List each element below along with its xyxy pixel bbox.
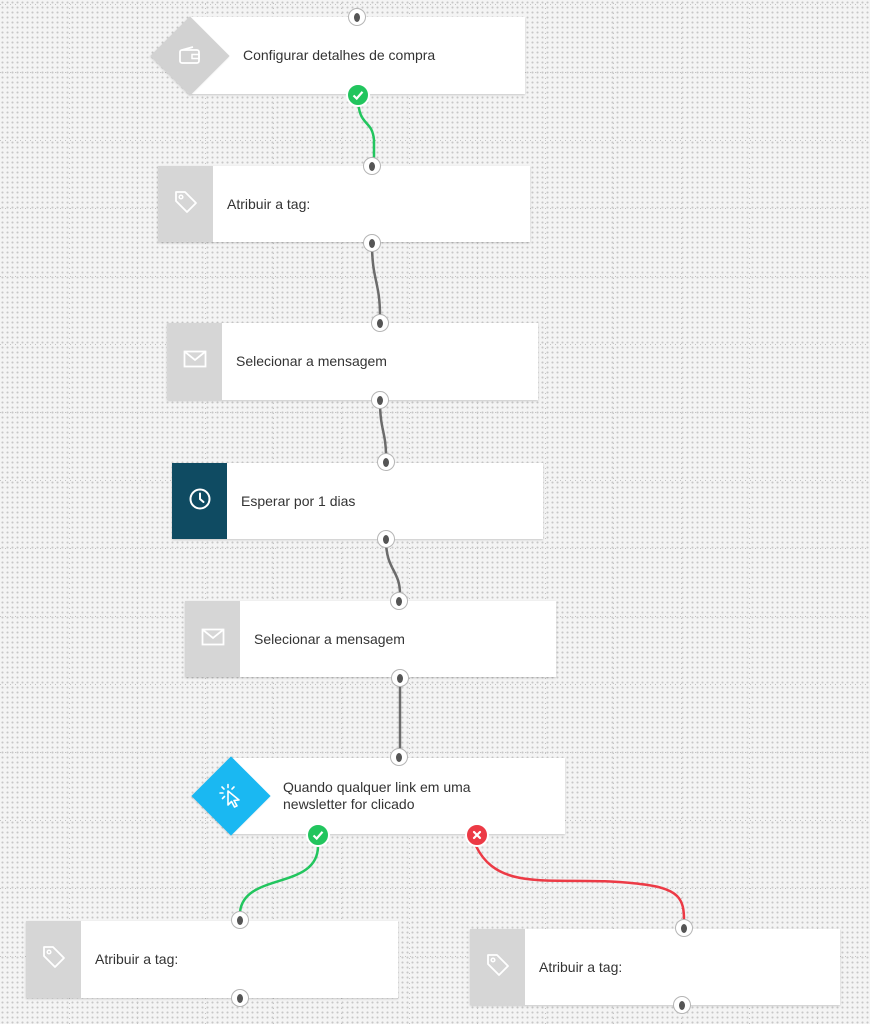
node-assign-tag-1[interactable]: Atribuir a tag: bbox=[158, 166, 530, 242]
wire-wait-msg2 bbox=[384, 539, 402, 595]
cursor-click-icon bbox=[217, 782, 245, 810]
envelope-icon bbox=[201, 628, 225, 651]
port-wait-out[interactable] bbox=[377, 530, 395, 548]
node-label: Atribuir a tag: bbox=[227, 195, 311, 212]
tag-icon bbox=[173, 189, 199, 220]
port-tag1-in[interactable] bbox=[363, 157, 381, 175]
node-select-message-1[interactable]: Selecionar a mensagem bbox=[167, 323, 538, 400]
wire-click-no bbox=[474, 845, 686, 921]
port-wait-in[interactable] bbox=[377, 453, 395, 471]
success-badge[interactable] bbox=[306, 823, 330, 847]
node-label: Selecionar a mensagem bbox=[254, 630, 405, 647]
node-link-clicked-condition[interactable]: Quando qualquer link em uma newsletter f… bbox=[230, 758, 565, 834]
wire-msg1-wait bbox=[378, 400, 388, 457]
port-msg1-out[interactable] bbox=[371, 391, 389, 409]
node-label: Esperar por 1 dias bbox=[241, 492, 356, 509]
port-tag-yes-in[interactable] bbox=[231, 911, 249, 929]
wire-click-yes bbox=[238, 845, 320, 913]
port-tag1-out[interactable] bbox=[363, 234, 381, 252]
wire-tag1-msg1 bbox=[370, 243, 382, 317]
port-tag-no-in[interactable] bbox=[675, 919, 693, 937]
port-purchase-in[interactable] bbox=[348, 8, 366, 26]
port-msg2-in[interactable] bbox=[390, 592, 408, 610]
envelope-icon bbox=[183, 350, 207, 373]
node-assign-tag-yes[interactable]: Atribuir a tag: bbox=[26, 921, 398, 998]
success-badge[interactable] bbox=[346, 83, 370, 107]
node-label: Atribuir a tag: bbox=[95, 951, 179, 967]
node-select-message-2[interactable]: Selecionar a mensagem bbox=[185, 601, 556, 677]
wallet-icon bbox=[178, 46, 202, 66]
node-label: Configurar detalhes de compra bbox=[243, 47, 436, 63]
clock-icon bbox=[188, 487, 212, 516]
node-wait[interactable]: Esperar por 1 dias bbox=[172, 463, 543, 539]
tag-icon bbox=[485, 952, 511, 983]
port-click-in[interactable] bbox=[390, 748, 408, 766]
port-msg1-in[interactable] bbox=[371, 314, 389, 332]
port-tag-no-out[interactable] bbox=[673, 996, 691, 1014]
node-assign-tag-no[interactable]: Atribuir a tag: bbox=[470, 929, 840, 1005]
port-msg2-out[interactable] bbox=[391, 669, 409, 687]
node-label: Selecionar a mensagem bbox=[236, 353, 387, 369]
fail-badge[interactable] bbox=[465, 823, 489, 847]
port-tag-yes-out[interactable] bbox=[231, 989, 249, 1007]
tag-icon bbox=[41, 944, 67, 975]
node-label: Atribuir a tag: bbox=[539, 958, 623, 975]
node-label: Quando qualquer link em uma newsletter f… bbox=[283, 779, 471, 812]
